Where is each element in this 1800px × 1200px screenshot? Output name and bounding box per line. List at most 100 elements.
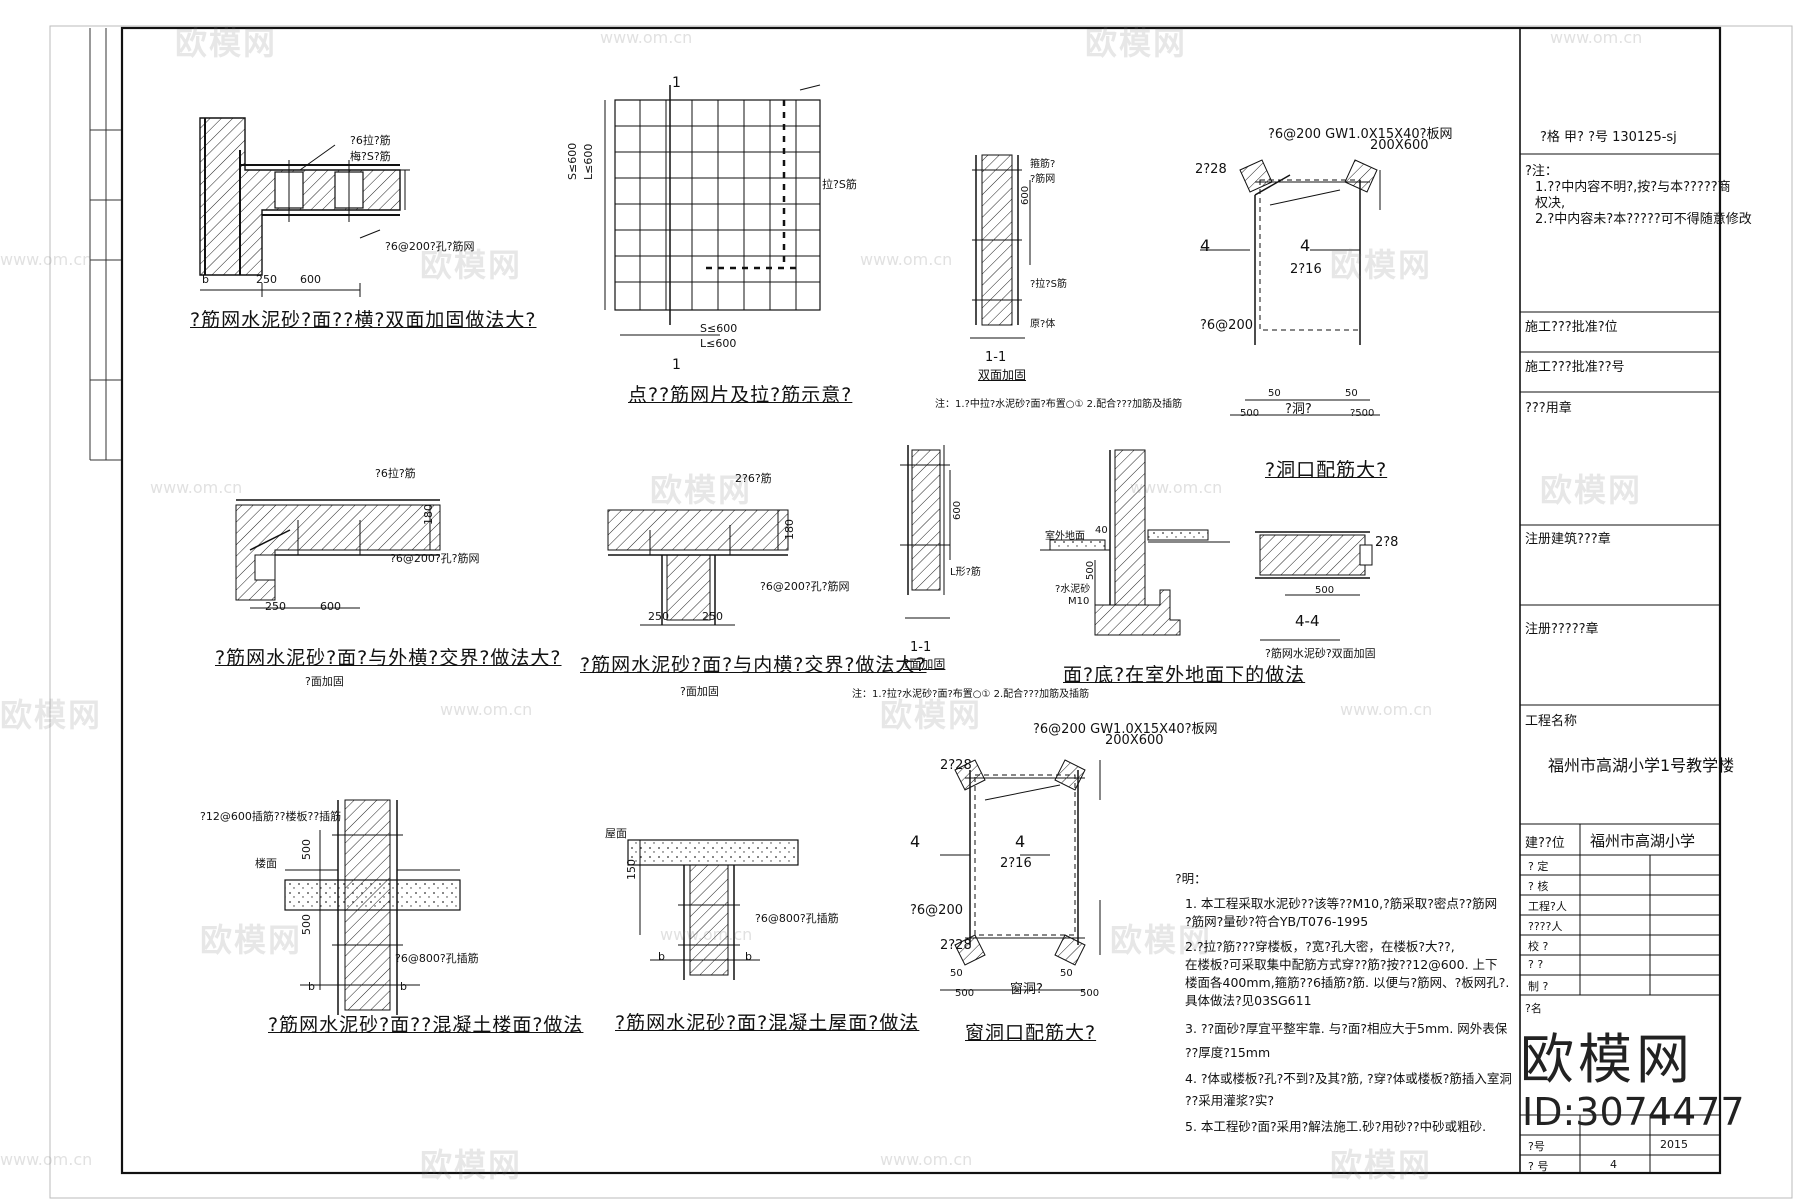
detail-11-concrete-roof xyxy=(627,839,799,980)
watermark-brand: 欧模网 xyxy=(200,921,303,959)
detail-5-caption: ?筋网水泥砂?面?与外横?交界?做法大? xyxy=(215,647,562,669)
label: 室外地面 xyxy=(1045,531,1085,542)
label: L≤600 xyxy=(582,143,595,180)
role-label: 校 ? xyxy=(1528,940,1549,953)
label: 500 xyxy=(300,914,313,935)
design-certificate: ?格 甲? ?号 130125-sj xyxy=(1540,130,1677,145)
watermark-brand: 欧模网 xyxy=(1540,471,1643,509)
detail-3-note: 注：1.?中拉?水泥砂?面?布置○① 2.配合???加筋及插筋 xyxy=(935,399,1183,410)
note-line: 5. 本工程砂?面?采用?解法施工.砂?用砂??中砂或粗砂. xyxy=(1185,1119,1487,1134)
label: 4 xyxy=(1015,832,1026,851)
label: 2?16 xyxy=(1290,262,1322,277)
seal-label: ???用章 xyxy=(1525,401,1572,416)
detail-7-caption: 1-1 xyxy=(910,640,932,655)
detail-1-wall-junction xyxy=(199,117,410,297)
detail-7-note: 注：1.?拉?水泥砂?面?布置○① 2.配合???加筋及插筋 xyxy=(852,689,1090,700)
label: 40 xyxy=(1095,525,1108,536)
detail-7-section-single xyxy=(900,445,951,619)
label: 500 xyxy=(1315,585,1335,596)
detail-9-caption: 4-4 xyxy=(1295,612,1320,630)
label: b xyxy=(308,980,315,993)
label: b xyxy=(202,273,209,286)
watermark-brand: 欧模网 xyxy=(1085,24,1188,62)
note-line: 2.?中内容未?本?????可不得随意修改 xyxy=(1535,212,1752,227)
detail-6-subcaption: ?面加固 xyxy=(680,685,719,698)
review-unit: 施工???批准?位 xyxy=(1525,320,1618,335)
detail-12-caption: 窗洞口配筋大? xyxy=(965,1022,1097,1044)
label: 500 xyxy=(300,839,313,860)
label: 500 xyxy=(1080,988,1100,999)
label: ?拉?S筋 xyxy=(1030,279,1067,290)
label: S≤600 xyxy=(700,322,738,335)
label: ?6@800?孔插筋 xyxy=(755,912,839,925)
note-line: 1.??中内容不明?,按?与本?????商 xyxy=(1535,180,1731,195)
label: 250 xyxy=(265,600,286,613)
detail-6-caption: ?筋网水泥砂?面?与内横?交界?做法大? xyxy=(580,654,927,676)
note-line: 1. 本工程采取水泥砂??该等??M10,?筋采取?密点??筋网 xyxy=(1185,896,1498,911)
label: 2?6?筋 xyxy=(735,472,772,485)
page-label: ? 号 xyxy=(1528,1160,1549,1173)
note-line: ??厚度?15mm xyxy=(1185,1045,1271,1060)
label: 250 xyxy=(702,610,723,623)
detail-3-section-1-1 xyxy=(970,154,1031,339)
label: ?筋网 xyxy=(1030,174,1056,185)
drawing-frame xyxy=(120,26,1722,1175)
detail-8-footing xyxy=(1040,449,1230,636)
label: 4 xyxy=(910,832,921,851)
label: 200X600 xyxy=(1370,138,1429,153)
watermark-url: www.om.cn xyxy=(440,700,533,719)
detail-7-subcaption: ?面加固 xyxy=(903,657,946,671)
watermark-brand: 欧模网 xyxy=(0,696,103,734)
watermark-brand: 欧模网 xyxy=(420,1146,523,1184)
label: b xyxy=(658,950,665,963)
note-line: 2.?拉?筋???穿楼板，?宽?孔大密，在楼板?大??, xyxy=(1185,939,1455,954)
watermark-url: www.om.cn xyxy=(880,1150,973,1169)
section-mark: 1 xyxy=(672,357,681,373)
label: ?6拉?筋 xyxy=(375,467,416,480)
role-label: ? 核 xyxy=(1528,880,1549,893)
label: ?6@200?孔?筋网 xyxy=(385,240,475,253)
detail-9-section-4-4 xyxy=(1255,531,1373,641)
label: 窗洞? xyxy=(1010,982,1043,997)
role-label: 工程?人 xyxy=(1528,900,1567,913)
detail-1-caption: ?筋网水泥砂?面??横?双面加固做法大? xyxy=(190,309,537,331)
label: b xyxy=(745,950,752,963)
label: 梅?S?筋 xyxy=(350,150,391,163)
project-label: 工程名称 xyxy=(1525,714,1578,729)
watermark-brand: 欧模网 xyxy=(1330,246,1433,284)
detail-4-opening-rebar xyxy=(1200,159,1381,416)
label: 250 xyxy=(256,273,277,286)
label: 4 xyxy=(1300,236,1311,255)
role-label: ? ? xyxy=(1528,958,1544,971)
detail-2-caption: 点??筋网片及拉?筋示意? xyxy=(628,384,853,406)
detail-12-window-opening xyxy=(940,759,1101,991)
label: 箍筋? xyxy=(1030,159,1056,170)
note-line: 4. ?体或楼板?孔?不到?及其?筋, ?穿?体或楼板?筋插入室洞 xyxy=(1185,1071,1512,1086)
label: 500 xyxy=(1240,408,1260,419)
architect-seal: 注册建筑???章 xyxy=(1525,532,1611,547)
label: ?6拉?筋 xyxy=(350,134,391,147)
detail-6-internal-junction xyxy=(607,509,789,626)
label: ?6@200 GW1.0X15X40?板网 xyxy=(1033,722,1218,737)
watermark-url: www.om.cn xyxy=(0,250,93,269)
label: 4 xyxy=(1200,236,1211,255)
label: 屋面 xyxy=(605,827,627,840)
detail-2-mesh-grid xyxy=(604,84,821,336)
label: 原?体 xyxy=(1030,319,1056,330)
label: 600 xyxy=(320,600,341,613)
notes-title: ?明： xyxy=(1175,871,1207,886)
label: S≤600 xyxy=(566,142,579,180)
watermark-url: www.om.cn xyxy=(600,28,693,47)
label: b xyxy=(400,980,407,993)
label: 250 xyxy=(648,610,669,623)
detail-9-subcaption: ?筋网水泥砂?双面加固 xyxy=(1265,647,1376,660)
note-line: 在楼板?可采取集中配筋方式穿??筋?按??12@600. 上下 xyxy=(1185,957,1498,972)
watermark-brand: 欧模网 xyxy=(420,246,523,284)
label: ?6@200 xyxy=(910,903,963,918)
label: 600 xyxy=(952,500,963,520)
detail-3-caption: 1-1 xyxy=(985,350,1007,365)
review-number: 施工???批准??号 xyxy=(1525,360,1625,375)
watermark-brand-large: 欧模网 xyxy=(1520,1028,1694,1091)
watermark-brand: 欧模网 xyxy=(1330,1146,1433,1184)
